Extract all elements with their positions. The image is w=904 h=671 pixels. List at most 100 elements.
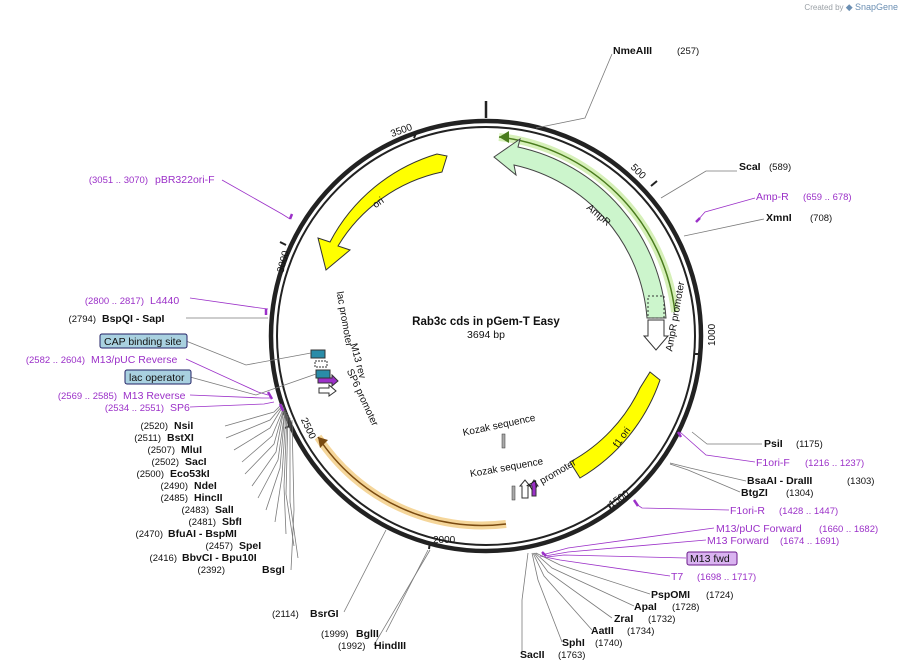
primer-m13-forward-range: (1674 .. 1691) <box>780 536 839 547</box>
site-ndei: NdeI <box>194 480 217 492</box>
primer-mark-m13-fwd <box>541 551 547 557</box>
snapgene-logo-icon: ◆ <box>845 2 853 12</box>
site-hindiii: HindIII <box>374 640 406 652</box>
site-sacii-pos: (1763) <box>558 650 585 661</box>
leader-pspomi <box>535 552 651 595</box>
primer-m13puc-forward-range: (1660 .. 1682) <box>819 524 878 535</box>
lac-operator-mark <box>315 369 331 379</box>
leader-l4440 <box>189 297 269 310</box>
site-zrai-pos: (1732) <box>648 614 675 625</box>
leader-bsrgi <box>343 529 387 613</box>
leader-aatii <box>532 552 593 631</box>
site-nsii: NsiI <box>174 420 193 432</box>
site-sbfi-pos: (2481) <box>189 517 216 528</box>
primer-mark-f1ori-f <box>676 431 683 438</box>
tick-label-2500: 2500 <box>298 416 318 441</box>
m13-fwd-box-label: M13 fwd <box>690 553 730 565</box>
leader-psii <box>691 431 762 445</box>
primer-sp6-range: (2534 .. 2551) <box>105 403 164 414</box>
site-bbvci-pos: (2416) <box>150 553 177 564</box>
kozak-label-1: Kozak sequence <box>462 413 537 439</box>
site-bstxi: BstXI <box>167 432 194 444</box>
site-spei: SpeI <box>239 540 261 552</box>
left-leader-fan <box>224 403 299 571</box>
primer-pbr322ori-f: pBR322ori-F <box>155 174 215 186</box>
primer-f1ori-r-range: (1428 .. 1447) <box>779 506 838 517</box>
site-bbvci: BbvCI - Bpu10I <box>182 552 257 564</box>
leader-lac-operator <box>189 373 317 396</box>
lac-operator-label: lac operator <box>129 372 185 384</box>
leader-xmni <box>683 218 765 237</box>
site-bfuai: BfuAI - BspMI <box>168 528 237 540</box>
primer-f1ori-r: F1ori-R <box>730 505 765 517</box>
primer-m13puc-reverse-range: (2582 .. 2604) <box>26 355 85 366</box>
backbone-outer <box>268 118 704 554</box>
site-eco53ki: Eco53kI <box>170 468 210 480</box>
primer-l4440-range: (2800 .. 2817) <box>85 296 144 307</box>
site-xmni: XmnI <box>766 212 792 224</box>
site-sphi-pos: (1740) <box>595 638 622 649</box>
site-psii-pos: (1175) <box>796 439 823 450</box>
site-scai: ScaI <box>739 161 761 173</box>
primer-amp-r: Amp-R <box>756 191 789 203</box>
m13-fwd-box <box>686 551 738 566</box>
leader-bsaai <box>669 462 747 482</box>
primer-m13-forward: M13 Forward <box>707 535 769 547</box>
tick-1500 <box>607 503 613 511</box>
primer-f1ori-f: F1ori-F <box>756 457 790 469</box>
site-mlui-pos: (2507) <box>148 445 175 456</box>
site-ndei-pos: (2490) <box>161 481 188 492</box>
site-sbfi: SbfI <box>222 516 242 528</box>
site-bfuai-pos: (2470) <box>136 529 163 540</box>
site-mlui: MluI <box>181 444 202 456</box>
primer-l4440: L4440 <box>150 295 179 307</box>
ori-arrow <box>317 153 448 271</box>
site-bspqi: BspQI - SapI <box>102 313 165 325</box>
site-pspomi-pos: (1724) <box>706 590 733 601</box>
tick-500 <box>650 180 658 187</box>
tick-label-1000: 1000 <box>707 323 718 346</box>
site-saci-pos: (2502) <box>152 457 179 468</box>
primer-m13puc-forward: M13/pUC Forward <box>716 523 802 535</box>
ampr-promoter-box <box>647 295 665 319</box>
site-bsgi: BsgI <box>262 564 285 576</box>
leader-amp-r <box>697 197 756 221</box>
leader-f1ori-f <box>679 431 756 463</box>
insert-band-line <box>317 436 507 527</box>
leader-hindiii <box>373 549 431 646</box>
primer-mark-sp6 <box>278 403 285 412</box>
site-btgzi-pos: (1304) <box>786 488 813 499</box>
tick-label-2000: 2000 <box>433 535 456 546</box>
site-nsii-pos: (2520) <box>141 421 168 432</box>
site-bspqi-pos: (2794) <box>69 314 96 325</box>
site-bsgi-pos: (2392) <box>198 565 225 576</box>
primer-pbr322ori-f-range: (3051 .. 3070) <box>89 175 148 186</box>
primer-amp-r-range: (659 .. 678) <box>803 192 852 203</box>
site-zrai: ZraI <box>614 613 633 625</box>
site-bglii: BglII <box>356 628 379 640</box>
primer-sp6: SP6 <box>170 402 190 414</box>
kozak-label-2: Kozak sequence <box>469 456 544 480</box>
t7-promoter-mark <box>518 479 532 499</box>
f1-ori-arrow <box>569 371 661 479</box>
leader-sphi <box>531 552 563 643</box>
site-bsrgi-pos: (2114) <box>272 609 299 620</box>
leader-cap <box>185 340 312 366</box>
site-bstxi-pos: (2511) <box>134 433 161 444</box>
site-sphi: SphI <box>562 637 585 649</box>
site-psii: PsiI <box>764 438 783 450</box>
site-eco53ki-pos: (2500) <box>137 469 164 480</box>
snapgene-name: SnapGene <box>854 2 898 12</box>
primer-mark-amp-r <box>695 217 701 223</box>
site-spei-pos: (2457) <box>206 541 233 552</box>
kozak-mark-2 <box>511 485 516 501</box>
primer-t7: T7 <box>671 571 683 583</box>
snapgene-credit: Created by ◆ SnapGene <box>804 2 898 13</box>
primer-mark-pbr322 <box>288 213 294 220</box>
cap-binding-box <box>99 333 188 349</box>
leader-m13puc-r <box>185 358 269 396</box>
ampr-band-arrowhead <box>499 131 509 143</box>
site-bglii-pos: (1999) <box>321 629 348 640</box>
site-hincii: HincII <box>194 492 223 504</box>
primer-m13-reverse: M13 Reverse <box>123 390 186 402</box>
